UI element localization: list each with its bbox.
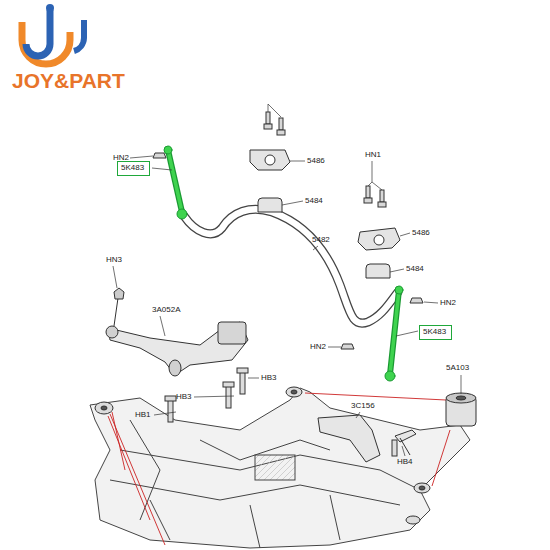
part-code: HN2: [440, 299, 456, 307]
part-code: HB3: [176, 393, 192, 401]
bolts: [165, 368, 397, 456]
stabilizer-bar: [184, 209, 398, 323]
stabilizer-links: [164, 146, 403, 381]
logo-icon: [22, 4, 84, 64]
part-code: HN3: [106, 256, 122, 264]
bracket-3c156: [318, 415, 416, 462]
part-code: HN1: [365, 151, 381, 159]
part-number: 3C156: [351, 402, 375, 410]
part-number: 5K483: [121, 164, 146, 172]
part-number: 5484: [406, 265, 424, 273]
part-number: 5482: [312, 236, 330, 244]
part-number: 3A052A: [152, 306, 180, 314]
callout-box: 5K483: [419, 325, 452, 340]
part-number: 5A103: [446, 364, 469, 372]
part-code: HB1: [135, 411, 151, 419]
subframe: [90, 388, 470, 548]
part-code: HB3: [261, 374, 277, 382]
part-number: 5486: [307, 157, 325, 165]
part-code: HN2: [310, 343, 326, 351]
control-arm: [106, 288, 248, 376]
bushing-5a103: [446, 393, 476, 426]
red-leaders: [108, 393, 450, 545]
part-number: 5484: [305, 197, 323, 205]
bar-brackets: [250, 150, 400, 278]
subframe-bushings: [95, 387, 430, 524]
leader-lines: [113, 104, 461, 456]
part-number: 5K483: [423, 328, 448, 336]
callout-box: 5K483: [117, 161, 150, 176]
nuts-bolts: [153, 112, 423, 349]
part-number: 5486: [412, 229, 430, 237]
part-code: HB4: [397, 458, 413, 466]
brand-logo: JOY&PART: [12, 70, 125, 91]
